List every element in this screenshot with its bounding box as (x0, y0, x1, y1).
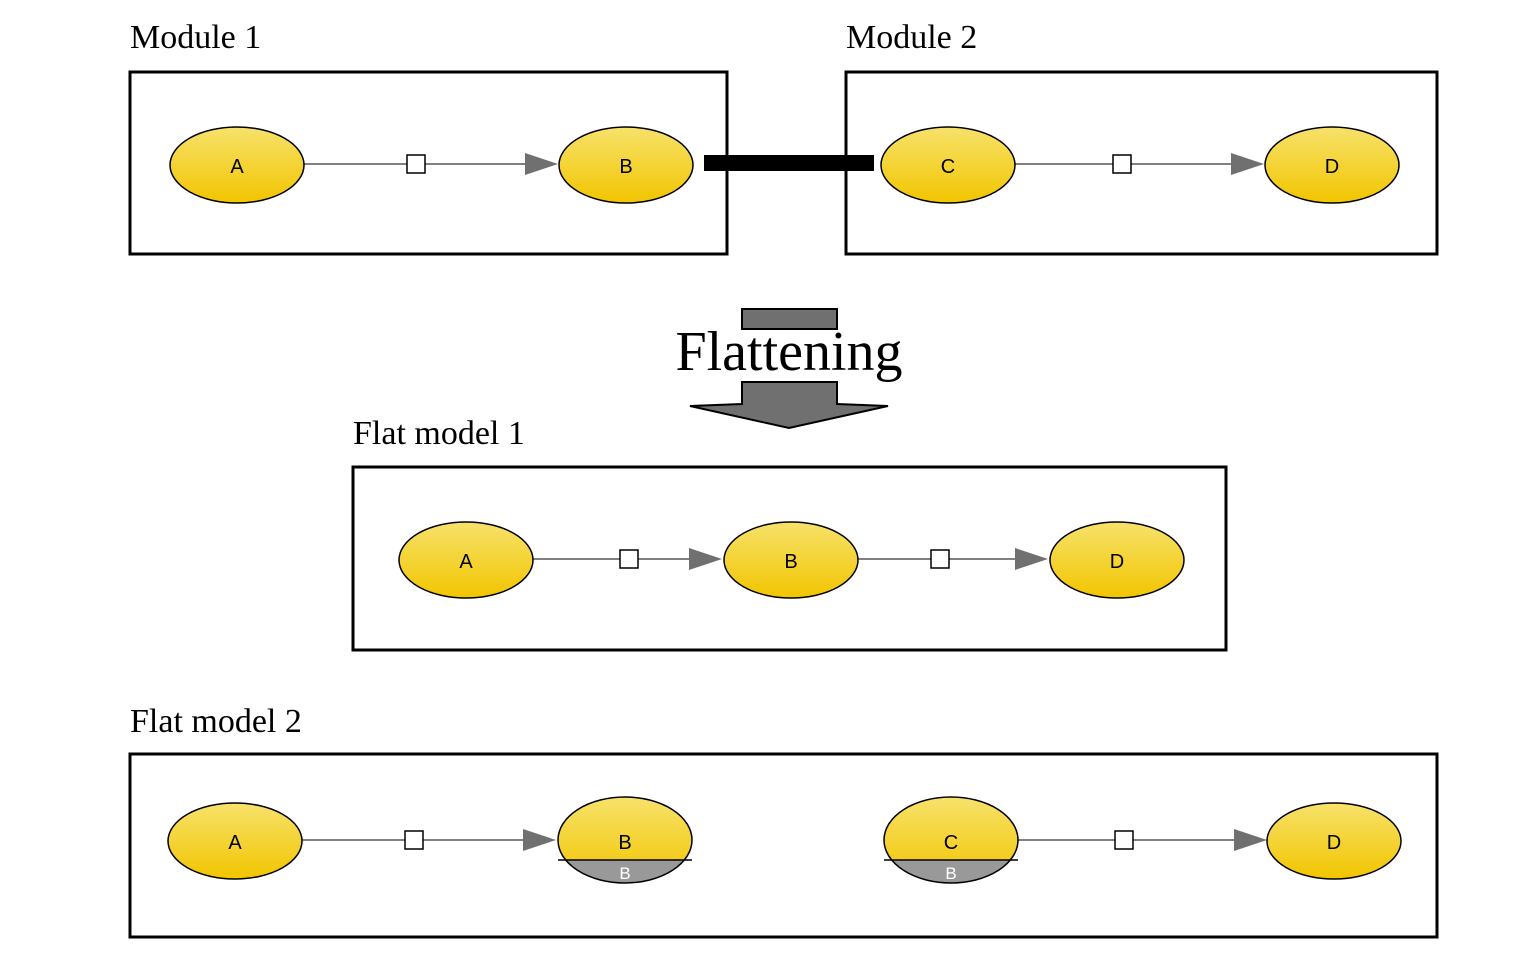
module-2-title: Module 2 (846, 19, 977, 56)
arrowhead (1015, 548, 1048, 570)
module-connector (704, 155, 874, 171)
flattening-label: Flattening (675, 321, 902, 383)
svg-text:C: C (941, 156, 955, 178)
reaction-square (406, 154, 426, 174)
node-b-label: B (618, 832, 631, 854)
arrowhead (523, 829, 556, 851)
arrowhead (1234, 829, 1267, 851)
reaction-square (404, 830, 424, 850)
flat-model-1: Flat model 1 A B D (351, 415, 1228, 652)
flat-model-2: Flat model 2 A B B C B (128, 703, 1439, 939)
arrowhead (689, 548, 722, 570)
reaction-square (1112, 154, 1132, 174)
node-d: D (1049, 521, 1185, 599)
svg-text:D: D (1110, 551, 1124, 573)
flattening-arrow: Flattening (675, 308, 903, 430)
module-1-title: Module 1 (130, 19, 261, 56)
reaction-square (1114, 830, 1134, 850)
arrowhead (525, 153, 558, 175)
node-b-merged: B B (557, 796, 693, 884)
flat-model-2-title: Flat model 2 (130, 703, 302, 740)
node-a: A (169, 126, 305, 204)
arrow-head (689, 381, 889, 430)
module-2: Module 2 C D (844, 19, 1439, 256)
node-c: C (880, 126, 1016, 204)
svg-text:B: B (784, 551, 797, 573)
node-d: D (1264, 126, 1400, 204)
node-b: B (558, 126, 694, 204)
svg-text:A: A (230, 156, 244, 178)
svg-text:D: D (1325, 156, 1339, 178)
flat-model-1-box (351, 465, 1228, 652)
merged-tag-label: B (619, 864, 630, 883)
node-d: D (1266, 802, 1402, 880)
node-c-merged: C B (883, 796, 1019, 884)
module-1: Module 1 A B (128, 19, 729, 256)
node-b: B (723, 521, 859, 599)
svg-text:D: D (1327, 832, 1341, 854)
reaction-square (930, 549, 950, 569)
svg-text:A: A (228, 832, 242, 854)
flat-model-2-box (128, 752, 1439, 939)
flat-model-1-title: Flat model 1 (353, 415, 525, 452)
arrowhead (1231, 153, 1264, 175)
node-a: A (398, 521, 534, 599)
node-a: A (167, 802, 303, 880)
svg-text:A: A (459, 551, 473, 573)
node-c-label: C (944, 832, 958, 854)
svg-text:B: B (619, 156, 632, 178)
merged-tag-label: B (945, 864, 956, 883)
arrow-stem-top (741, 308, 838, 330)
reaction-square (619, 549, 639, 569)
